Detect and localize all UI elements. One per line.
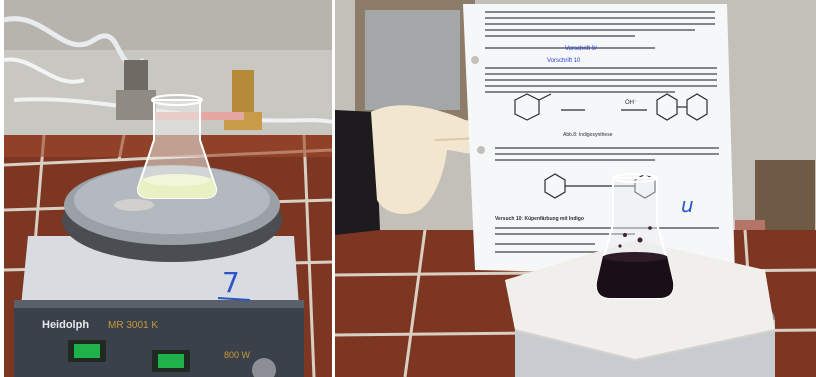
- tubing-2: [4, 57, 85, 84]
- left-photo-svg: 7 Heidolph MR 3001 K 800 W: [4, 0, 332, 377]
- power-switch: [74, 344, 100, 358]
- right-photo: Vorschrift 9/ Vorschrift 10 OH⁻ Abb.8: I…: [335, 0, 816, 377]
- control-knob: [252, 358, 276, 377]
- indigo-liquid: [596, 256, 674, 298]
- paper-text-lines: [485, 11, 719, 253]
- left-photo: 7 Heidolph MR 3001 K 800 W: [4, 0, 332, 377]
- paper-caption: Abb.8: Indigosynthese: [563, 132, 613, 138]
- heat-switch: [158, 354, 184, 368]
- hotplate-power: 800 W: [224, 350, 251, 360]
- back-wall-shadow: [4, 0, 332, 50]
- paper-towel: [505, 240, 775, 360]
- gloved-hand: [371, 105, 489, 215]
- handwritten-number: 7: [222, 266, 240, 299]
- hotplate-brand: Heidolph: [42, 319, 89, 331]
- printed-paper: [463, 4, 735, 276]
- gas-valve-base: [116, 90, 156, 120]
- paper-heading-1: Vorschrift 9/: [565, 46, 597, 52]
- residue: [114, 199, 154, 211]
- paper-heading-2: Vorschrift 10: [547, 58, 581, 64]
- chemical-structure: [514, 93, 708, 121]
- hotplate-top-highlight: [74, 166, 270, 234]
- punch-hole: [471, 56, 479, 64]
- brass-valve: [232, 70, 254, 120]
- handwritten-mark: u: [681, 193, 694, 217]
- reagent-label: OH⁻: [625, 100, 637, 106]
- indigo-splashes: [618, 226, 652, 248]
- sleeve: [335, 110, 380, 235]
- right-photo-svg: Vorschrift 9/ Vorschrift 10 OH⁻ Abb.8: I…: [335, 0, 816, 377]
- hotplate-model: MR 3001 K: [108, 320, 158, 331]
- punch-hole: [477, 146, 485, 154]
- paper-section: Versuch 10: Küpenfärbung mit Indigo: [495, 216, 584, 222]
